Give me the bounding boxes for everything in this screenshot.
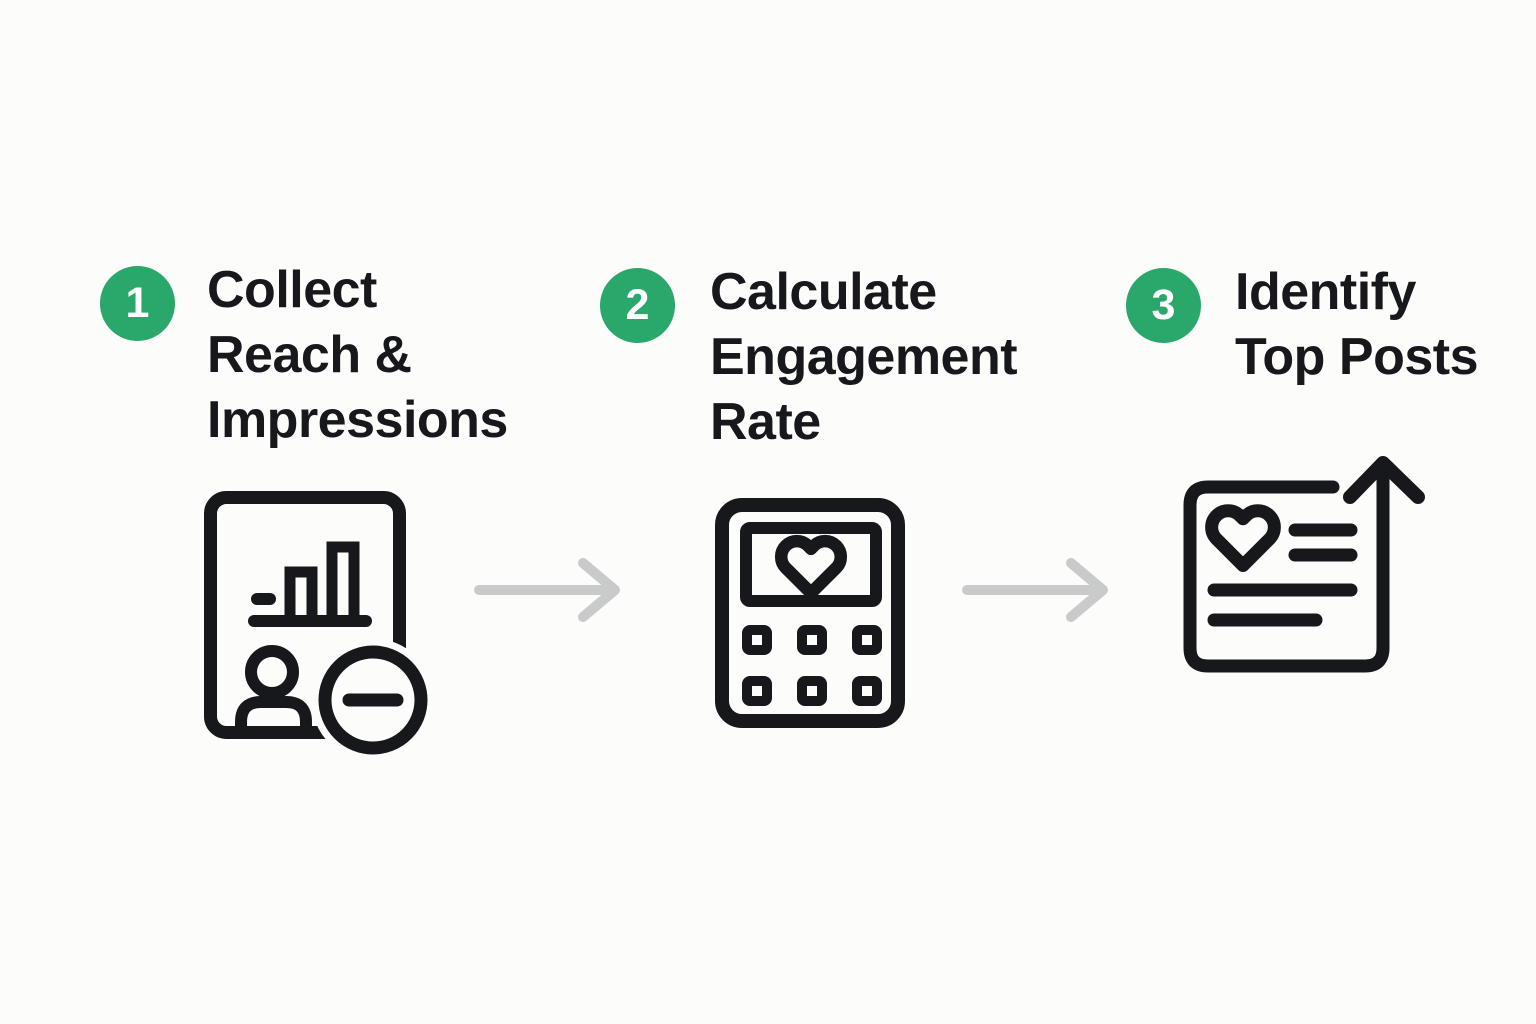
step-1-number-badge: 1 [100,266,175,341]
bar-chart-icon [248,541,372,627]
post-heart-arrow-up-icon [1183,456,1425,673]
step-2-number-badge: 2 [600,268,675,343]
step-1-number: 1 [125,279,150,327]
step-2-title: Calculate Engagement Rate [710,263,1018,451]
arrow-up-head [1343,456,1425,504]
heart-icon [1205,504,1281,572]
heart-icon [774,534,848,600]
step-3-number-badge: 3 [1126,268,1201,343]
analytics-report-person-minus-icon [204,491,435,762]
step-3-title: Identify Top Posts [1235,263,1478,386]
step-2-number: 2 [625,281,650,329]
step-3-number: 3 [1151,281,1176,329]
post-text-lines [1207,523,1358,627]
arrow-right-icon [474,558,620,622]
calculator-body-outline [715,498,905,728]
calculator-buttons [742,625,882,706]
person-icon [235,645,312,736]
minus-circle-icon [311,638,435,762]
arrow-right-icon [962,558,1108,622]
calculator-heart-icon [715,498,905,728]
calculator-screen [740,522,882,607]
post-card-outline [1183,457,1390,673]
step-1-title: Collect Reach & Impressions [207,261,508,449]
